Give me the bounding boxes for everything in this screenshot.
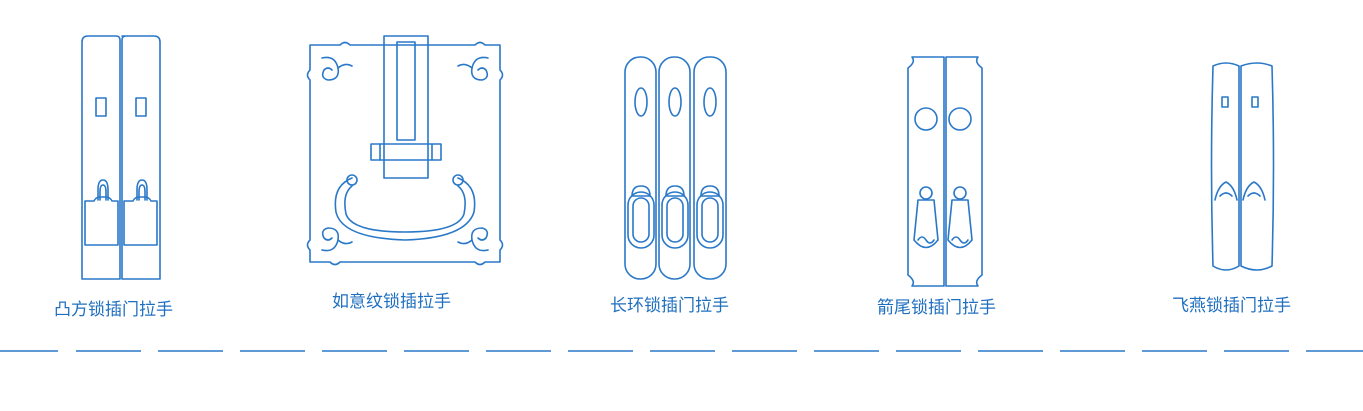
item-caption-ruyi: 如意纹锁插拉手 xyxy=(332,292,451,312)
ruyi-handle-drawing xyxy=(306,35,504,266)
tufang-handle-drawing xyxy=(81,35,161,280)
changhuan-handle-drawing xyxy=(624,56,727,280)
feiyan-handle-drawing xyxy=(1210,62,1275,271)
item-caption-tufang: 凸方锁插门拉手 xyxy=(54,300,173,320)
jianwei-handle-drawing xyxy=(907,56,983,287)
item-caption-jianwei: 箭尾锁插门拉手 xyxy=(877,298,996,318)
item-caption-feiyan: 飞燕锁插门拉手 xyxy=(1172,296,1291,316)
item-caption-changhuan: 长环锁插门拉手 xyxy=(610,296,729,316)
